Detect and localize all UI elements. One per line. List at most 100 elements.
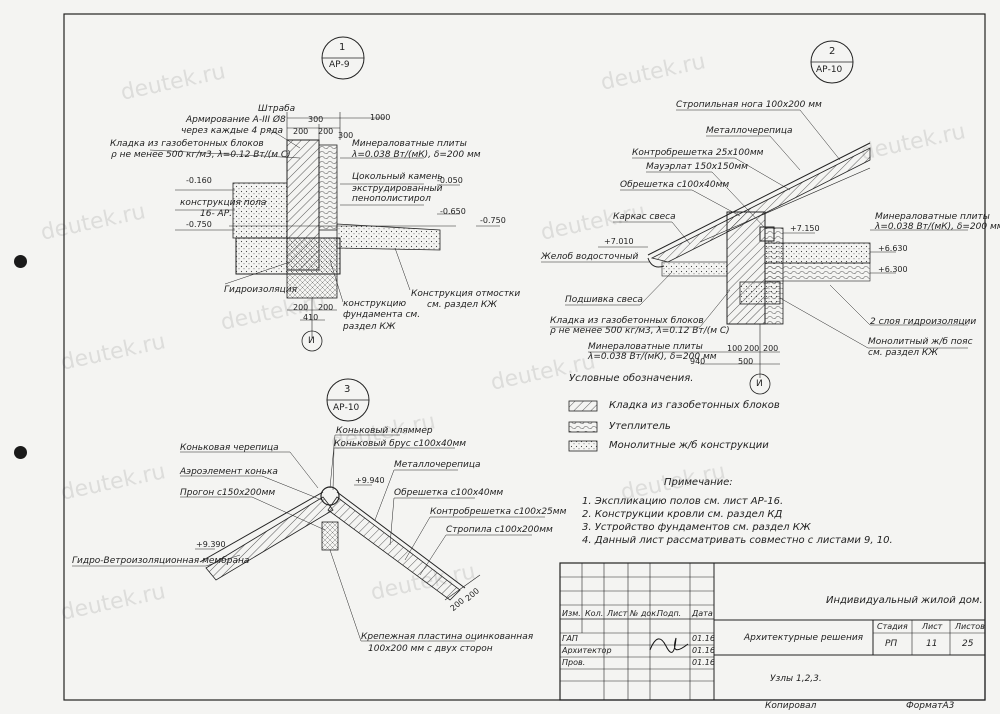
footer-format: ФорматА3 (906, 701, 955, 711)
node1-sheet-ref: АР-9 (329, 60, 350, 70)
node2-number: 2 (829, 46, 836, 57)
legend-item: Утеплитель (609, 421, 671, 432)
node1-number: 1 (339, 42, 346, 53)
stamp-date: 01.16 (692, 646, 715, 655)
level-plus-6-300: +6.300 (878, 265, 908, 274)
label-konstr-pola: конструкция пола (180, 198, 267, 208)
label-konstr-pola-2: 16- АР. (200, 209, 233, 219)
level-plus-9-390: +9.390 (196, 540, 226, 549)
dim-100: 100 (727, 344, 743, 353)
label-kontr-n3: Контробрешетка с100х25мм (430, 507, 567, 517)
node2-sheet-ref: АР-10 (816, 65, 843, 75)
label-fund-3: раздел КЖ (343, 322, 396, 332)
level-minus-0-160: -0.160 (186, 176, 212, 185)
label-konek-cher: Коньковая черепица (180, 443, 279, 453)
label-mineral-n2: Минераловатные плиты (588, 342, 703, 352)
stamp-header-podp: Подп. (657, 609, 682, 618)
label-zhelob: Желоб водосточный (541, 252, 639, 262)
footer-kopiroval: Копировал (765, 701, 817, 711)
label-krep-2: 100х200 мм с двух сторон (368, 644, 493, 654)
dim-200-bottom-2: 200 (318, 303, 334, 312)
label-otmostka: Конструкция отмостки (411, 289, 521, 299)
label-kladka: Кладка из газобетонных блоков (110, 139, 264, 149)
label-fund: конструкцию (343, 299, 407, 309)
label-mineral-right-2: λ=0.038 Вт/(мК), δ=200 мм (875, 222, 1000, 232)
dim-200-b: 200 (763, 344, 779, 353)
dim-410: 410 (303, 313, 319, 322)
binder-hole (14, 255, 27, 268)
label-aero: Аэроэлемент конька (180, 467, 278, 477)
label-kladka-2: ρ не менее 500 кг/м3, λ=0.12 Вт/(м С) (111, 150, 291, 160)
node3-number: 3 (344, 384, 351, 395)
label-krep: Крепежная пластина оцинкованная (361, 632, 534, 642)
label-membrana: Гидро-Ветроизоляционная мембрана (72, 556, 250, 566)
note-item: 3. Устройство фундаментов см. раздел КЖ (582, 522, 811, 533)
dim-300-side: 300 (338, 131, 354, 140)
stamp-sheet-header: Лист (922, 622, 943, 631)
stamp-header-doc: № док. (630, 609, 659, 618)
stamp-sheets: 25 (962, 639, 974, 649)
dim-200-top: 200 (293, 127, 309, 136)
dim-1000: 1000 (370, 113, 391, 122)
label-monolit-2: см. раздел КЖ (868, 348, 938, 358)
label-armirovanie: Армирование А-III Ø8 (186, 115, 286, 125)
label-obresh: Обрешетка с100х40мм (620, 180, 730, 190)
note-item: 1. Экспликацию полов см. лист АР-16. (582, 496, 784, 507)
stamp-role-arch: Архитектор (562, 646, 612, 655)
stamp-role-gap: ГАП (562, 634, 578, 643)
label-mineral: Минераловатные плиты (352, 139, 467, 149)
level-minus-0-650: -0.650 (440, 207, 466, 216)
node3-sheet-ref: АР-10 (333, 403, 360, 413)
label-mineral-n2-2: λ=0.038 Вт/(мК), δ=200 мм (588, 352, 717, 362)
level-minus-0-750-left: -0.750 (186, 220, 212, 229)
label-tsokol: Цокольный камень (352, 172, 443, 182)
label-kladka-n2: Кладка из газобетонных блоков (550, 316, 704, 326)
stamp-role-prov: Пров. (562, 658, 586, 667)
stamp-sheets-header: Листов (955, 622, 985, 631)
legend-title: Условные обозначения. (569, 373, 694, 384)
label-konek-klyam: Коньковый кляммер (336, 426, 433, 436)
stamp-stage: РП (885, 639, 898, 649)
axis-marker-i-2: И (756, 379, 763, 389)
level-minus-0-050: -0.050 (437, 176, 463, 185)
label-monolit: Монолитный ж/б пояс (868, 337, 973, 347)
stamp-header-data: Дата (692, 609, 713, 618)
stamp-date: 01.16 (692, 634, 715, 643)
legend-item: Монолитные ж/б конструкции (609, 440, 769, 451)
stamp-stage-header: Стадия (877, 622, 908, 631)
note-item: 2. Конструкции кровли см. раздел КД (582, 509, 783, 520)
dim-300-top: 300 (308, 115, 324, 124)
label-extrud-2: пенополистирол (352, 194, 431, 204)
level-plus-7-150: +7.150 (790, 224, 820, 233)
legend-item: Кладка из газобетонных блоков (609, 400, 780, 411)
dim-200-bottom: 200 (293, 303, 309, 312)
label-extrud: экструдированный (352, 184, 443, 194)
stamp-header-list: Лист (607, 609, 628, 618)
label-mauer: Мауэрлат 150х150мм (646, 162, 748, 172)
label-kladka-n2-2: ρ не менее 500 кг/м3, λ=0.12 Вт/(м С) (550, 326, 730, 336)
label-armirovanie-2: через каждые 4 ряда (181, 126, 283, 136)
axis-marker-i-1: И (308, 336, 315, 346)
stamp-date: 01.16 (692, 658, 715, 667)
label-metallo-n3: Металлочерепица (394, 460, 481, 470)
label-obresh-n3: Обрешетка с100х40мм (394, 488, 504, 498)
dim-500: 500 (738, 357, 754, 366)
stamp-header-izm: Изм. (562, 609, 581, 618)
label-gidro2: 2 слоя гидроизоляции (870, 317, 977, 327)
note-item: 4. Данный лист рассматривать совместно с… (582, 535, 893, 546)
label-metallo: Металлочерепица (706, 126, 793, 136)
level-minus-0-750-right: -0.750 (480, 216, 506, 225)
label-mineral-2: λ=0.038 Вт/(мК), δ=200 мм (352, 150, 481, 160)
level-plus-7-010: +7.010 (604, 237, 634, 246)
dim-200-top-2: 200 (318, 127, 334, 136)
label-gidroiz: Гидроизоляция (224, 285, 298, 295)
stamp-section: Архитектурные решения (744, 633, 864, 643)
label-karkas: Каркас свеса (613, 212, 676, 222)
label-shtraba: Штраба (258, 104, 296, 114)
dim-940: 940 (690, 357, 706, 366)
label-kontr: Контробрешетка 25х100мм (632, 148, 764, 158)
label-fund-2: фундамента см. (343, 310, 421, 320)
stamp-sheet-title: Узлы 1,2,3. (770, 674, 822, 684)
label-stropilo: Стропильная нога 100х200 мм (676, 100, 822, 110)
